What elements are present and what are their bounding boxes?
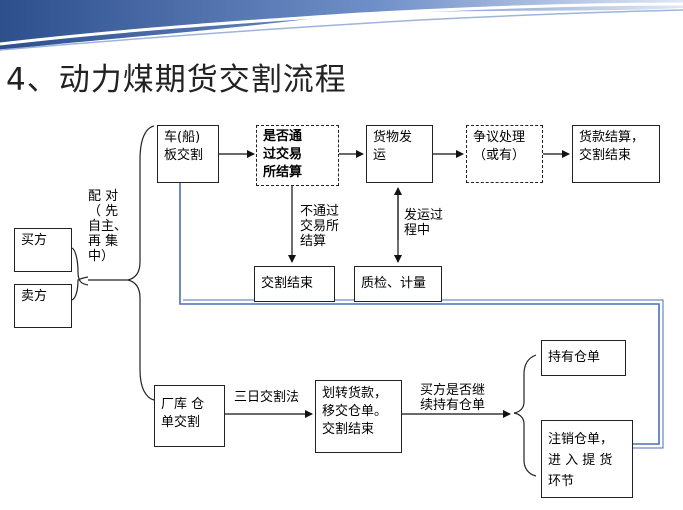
three-day-label: 三日交割法 (234, 390, 300, 405)
pairing-label: 配 对 （ 先 自主、 再 集 中） (88, 189, 128, 264)
car-ship-delivery-box: 车(船) 板交割 (157, 125, 219, 183)
buyer-label: 买方 (21, 233, 48, 248)
header-decoration (0, 0, 683, 51)
split-brace (127, 125, 155, 401)
not-via-exchange-label: 不通过 交易所 结算 (300, 204, 340, 249)
seller-connector (71, 276, 89, 301)
hold-receipt-label: 持有仓单 (548, 350, 601, 365)
payment-box: 货款结算， 交割结束 (572, 125, 660, 183)
arrows (219, 150, 570, 418)
inspection-label: 质检、计量 (361, 276, 427, 291)
cancel-receipt-box: 注销仓单， 进 入 提 货 环节 (541, 420, 633, 498)
seller-box: 卖方 (14, 284, 72, 328)
page-title: 4、动力煤期货交割流程 (6, 62, 347, 98)
delivery-end-label: 交割结束 (261, 276, 314, 291)
receipt-brace (513, 354, 537, 477)
seller-label: 卖方 (21, 289, 48, 304)
buyer-box: 买方 (14, 228, 72, 272)
buyer-continue-label: 买方是否继 续持有仓单 (420, 383, 486, 413)
during-shipping-label: 发运过 程中 (404, 208, 444, 238)
exchange-settlement-box: 是否通 过交易 所结算 (256, 125, 339, 186)
dispute-box: 争议处理 （或有） (466, 125, 543, 183)
ship-goods-box: 货物发 运 (366, 125, 433, 183)
delivery-end-box: 交割结束 (254, 266, 335, 302)
transfer-box: 划转货款， 移交仓单。 交割结束 (315, 380, 402, 453)
buyer-connector (71, 247, 89, 286)
connectors (71, 125, 537, 477)
inspection-box: 质检、计量 (354, 266, 442, 302)
factory-delivery-box: 厂库 仓 单交割 (154, 385, 225, 447)
hold-receipt-box: 持有仓单 (541, 340, 626, 376)
